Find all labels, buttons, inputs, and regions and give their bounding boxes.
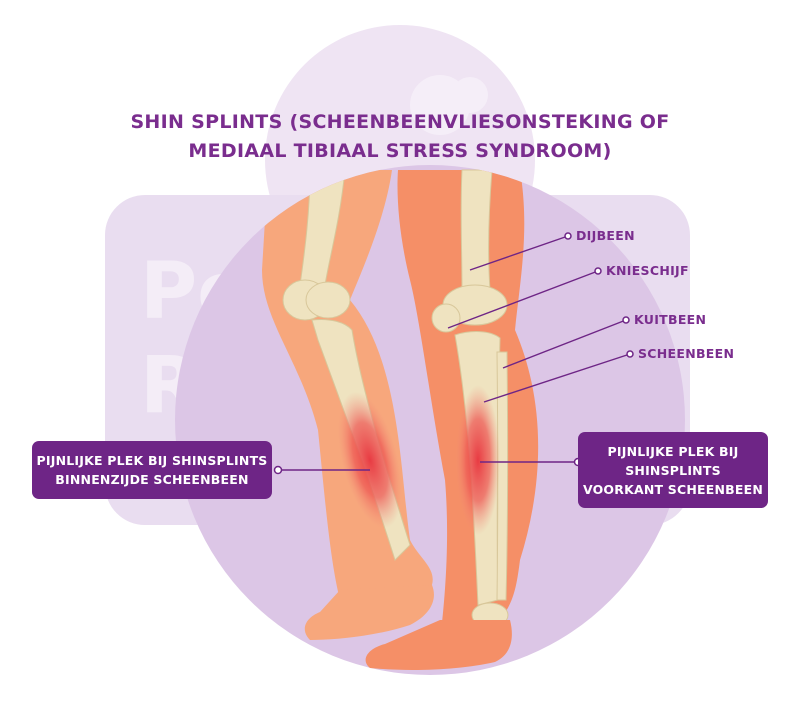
right-femur	[460, 169, 493, 293]
title-line-1: SHIN SPLINTS (SCHEENBEENVLIESONSTEKING O…	[130, 111, 670, 133]
left-knee-joint	[305, 281, 351, 319]
callout-left: PIJNLIJKE PLEK BIJ SHINSPLINTS BINNENZIJ…	[32, 441, 272, 499]
label-dijbeen: DIJBEEN	[576, 228, 635, 243]
right-foot	[365, 620, 512, 670]
callout-right: PIJNLIJKE PLEK BIJ SHINSPLINTS VOORKANT …	[578, 432, 768, 508]
leader-lines	[278, 235, 631, 471]
pain-zone-right	[456, 385, 500, 535]
pain-zone-left	[337, 391, 403, 529]
right-kneecap	[431, 303, 461, 333]
title-line-2: MEDIAAL TIBIAAL STRESS SYNDROOM)	[188, 140, 612, 162]
left-foot	[304, 585, 434, 640]
callout-right-line-1: PIJNLIJKE PLEK BIJ	[607, 443, 739, 459]
diagram-title: SHIN SPLINTS (SCHEENBEENVLIESONSTEKING O…	[100, 108, 700, 166]
callout-left-line-1: PIJNLIJKE PLEK BIJ SHINSPLINTS	[36, 453, 268, 468]
callout-right-line-2: SHINSPLINTS	[625, 462, 721, 478]
callout-left-line-2: BINNENZIJDE SCHEENBEEN	[55, 472, 249, 487]
label-knieschijf: KNIESCHIJF	[606, 263, 689, 278]
callout-right-line-3: VOORKANT SCHEENBEEN	[582, 481, 764, 497]
label-scheenbeen: SCHEENBEEN	[638, 346, 735, 361]
label-kuitbeen: KUITBEEN	[634, 312, 707, 327]
